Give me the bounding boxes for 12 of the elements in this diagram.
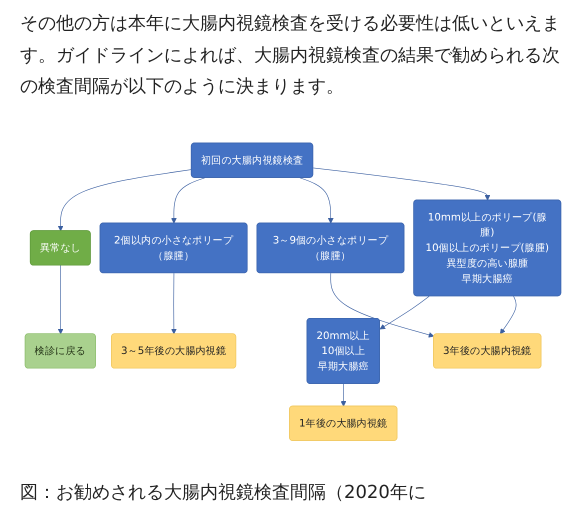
arrow — [312, 167, 490, 200]
arrow — [380, 295, 430, 329]
arrow — [58, 168, 192, 231]
arrow — [330, 272, 434, 338]
arrow — [500, 295, 517, 334]
arrow — [300, 177, 334, 224]
figure-caption: 図：お勧めされる大腸内視鏡検査間隔（2020年に — [20, 481, 427, 504]
arrow — [58, 264, 64, 334]
arrow — [340, 383, 346, 406]
intro-paragraph: その他の方は本年に大腸内視鏡検査を受ける必要性は低いといえます。ガイドラインによれば、大腸内視鏡検査の結果で勧められる次の検査間隔が以下のように決まります。 — [20, 12, 561, 99]
arrow — [171, 272, 177, 334]
arrow — [171, 177, 206, 224]
